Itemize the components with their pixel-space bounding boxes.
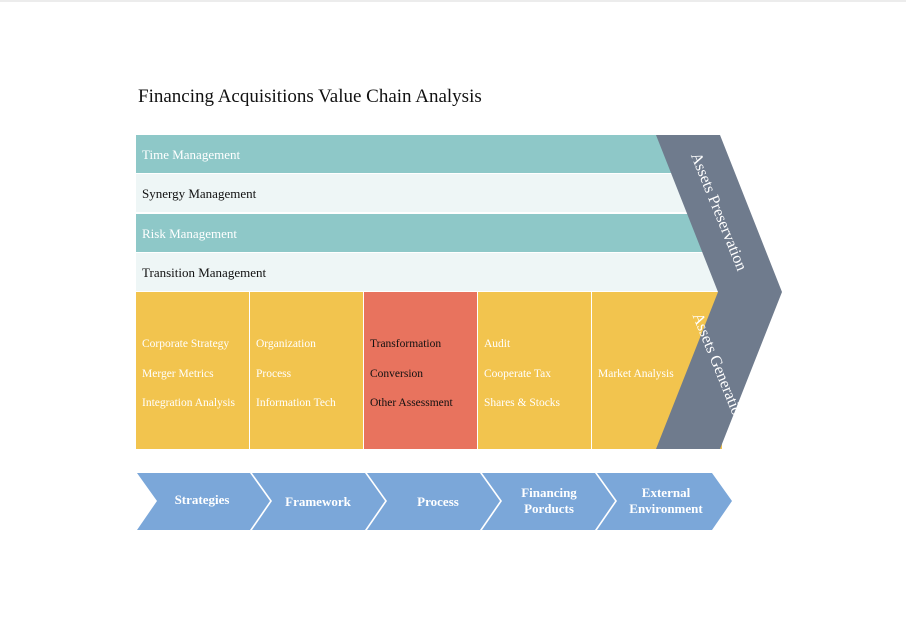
step-external-environment: External Environment [629, 485, 703, 516]
column-item: Shares & Stocks [484, 397, 561, 409]
column-item: Organization [256, 338, 316, 350]
step-process-shape [367, 473, 500, 530]
step-strategies-shape [137, 473, 270, 530]
step-financing-shape [482, 473, 615, 530]
column-audit: Audit Cooperate Tax Shares & Stocks [478, 292, 591, 449]
band-transition-management: Transition Management [136, 253, 696, 291]
band-synergy-management: Synergy Management [136, 174, 696, 212]
column-item: Conversion [370, 368, 424, 380]
column-item: Audit [484, 338, 511, 350]
band-risk-management: Risk Management [136, 214, 696, 252]
step-financing-porducts: Financing Porducts [521, 485, 577, 516]
column-organization: Organization Process Information Tech [250, 292, 363, 449]
column-transformation: Transformation Conversion Other Assessme… [364, 292, 477, 449]
column-item: Merger Metrics [142, 368, 214, 380]
step-framework: Framework [285, 494, 351, 509]
column-item: Integration Analysis [142, 397, 235, 409]
step-external-shape [597, 473, 732, 530]
band-time-management: Time Management [136, 135, 696, 173]
column-strategy: Corporate Strategy Merger Metrics Integr… [136, 292, 249, 449]
top-divider [0, 0, 906, 2]
column-item: Cooperate Tax [484, 368, 552, 380]
column-item: Corporate Strategy [142, 338, 230, 350]
column-item: Market Analysis [598, 368, 674, 380]
page-title: Financing Acquisitions Value Chain Analy… [138, 86, 482, 107]
column-item: Process [256, 368, 292, 380]
column-item: Transformation [370, 338, 442, 350]
step-framework-shape [252, 473, 385, 530]
column-item: Information Tech [256, 397, 336, 409]
step-strategies: Strategies [174, 492, 230, 507]
column-item: Other Assessment [370, 397, 453, 409]
step-process: Process [417, 494, 459, 509]
